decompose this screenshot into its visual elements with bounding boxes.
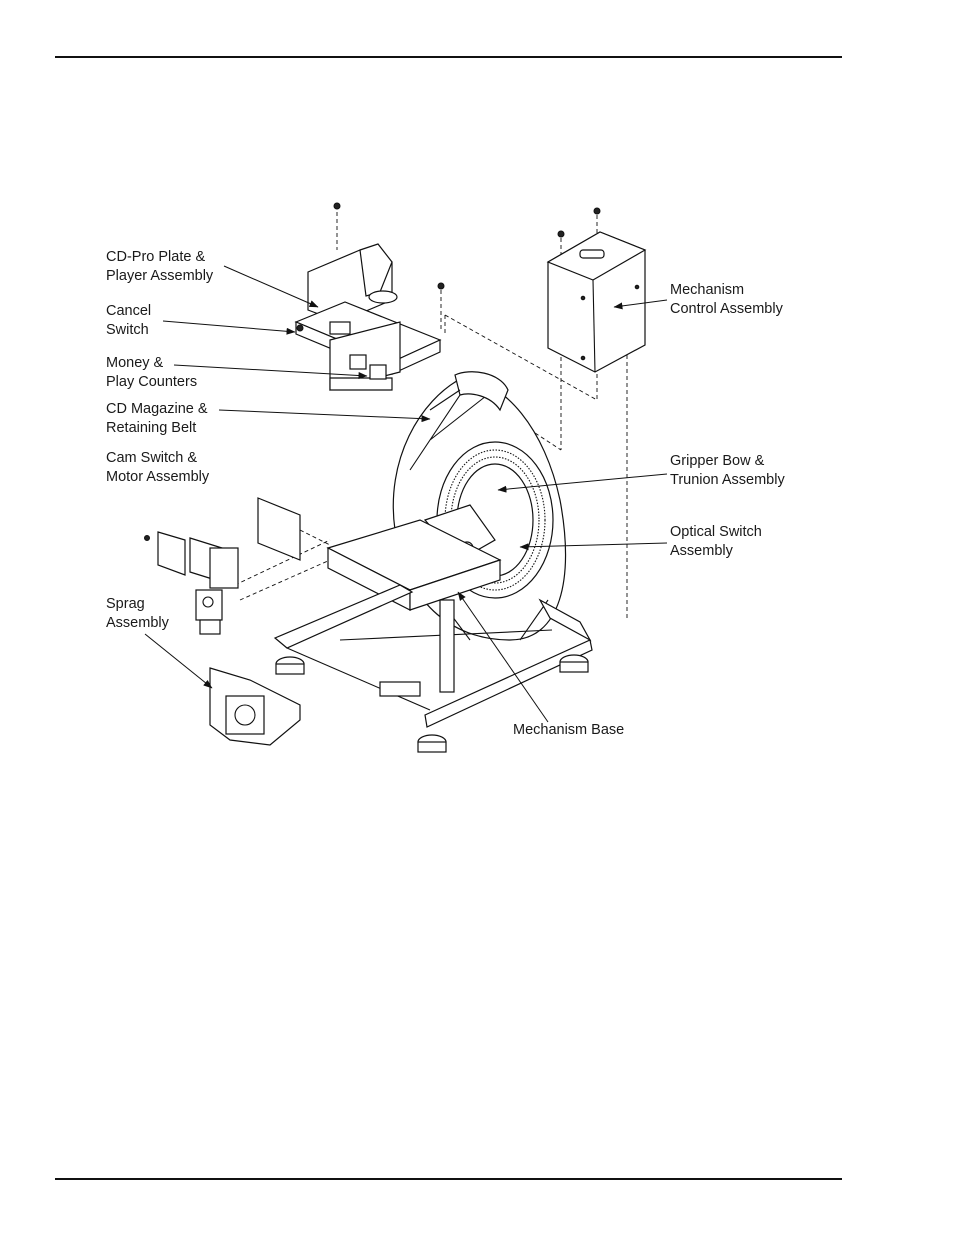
label-gripper-bow: Gripper Bow & Trunion Assembly	[670, 453, 785, 488]
label-cd-magazine: CD Magazine & Retaining Belt	[106, 401, 208, 436]
mechanism-control-box	[546, 231, 647, 373]
callout-leaders	[144, 265, 668, 723]
label-mechanism-base: Mechanism Base	[513, 722, 625, 738]
screws	[144, 202, 601, 541]
footer-rule	[55, 1178, 842, 1180]
label-cd-pro-plate: CD-Pro Plate & Player Assembly	[106, 249, 214, 284]
label-cam-switch: Cam Switch & Motor Assembly	[106, 450, 210, 485]
header-rule	[55, 56, 842, 58]
counters-assembly	[329, 321, 401, 391]
sprag-assembly	[209, 667, 301, 746]
cam-switch-motor-assembly	[157, 497, 301, 635]
mechanism-base-frame	[273, 519, 593, 753]
label-cancel-switch: Cancel Switch	[106, 303, 152, 338]
label-sprag: Sprag Assembly	[106, 596, 169, 631]
label-optical-switch: Optical Switch Assembly	[670, 524, 762, 559]
label-mechanism-control: Mechanism Control Assembly	[670, 282, 783, 317]
label-money-counters: Money & Play Counters	[106, 355, 198, 390]
